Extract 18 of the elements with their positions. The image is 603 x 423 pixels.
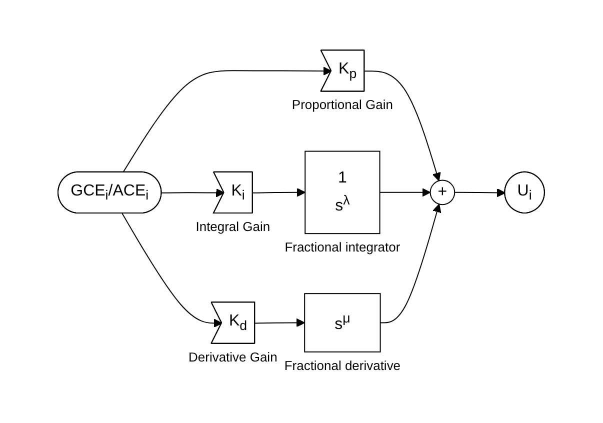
arrow [122, 66, 332, 173]
block-caption: Proportional Gain [292, 97, 394, 112]
block-caption: Fractional integrator [285, 240, 400, 255]
node-box [304, 150, 381, 234]
arrow [454, 188, 506, 198]
block-caption: Derivative Gain [188, 349, 278, 364]
arrow [380, 204, 442, 324]
block-caption: Integral Gain [196, 219, 270, 234]
block-diagram: GCE$_{i}$/ACE$_{i}$ K$_{p}$ K$_{i}$ K$_{d}$ 1 s$^{λ}$ s$^{μ}$ + U$_{i}$ Proportional Gain Integral Gain Derivative Gain Fractional integrator Fractional derivative [50, 0, 553, 423]
arrow [162, 188, 225, 198]
arrow [364, 70, 442, 182]
node-box [304, 293, 382, 352]
arrow [380, 188, 431, 197]
node-circle [430, 180, 456, 206]
arrow [122, 213, 223, 328]
arrow [254, 318, 306, 328]
arrow [252, 188, 306, 197]
block-caption: Fractional derivative [284, 358, 401, 373]
